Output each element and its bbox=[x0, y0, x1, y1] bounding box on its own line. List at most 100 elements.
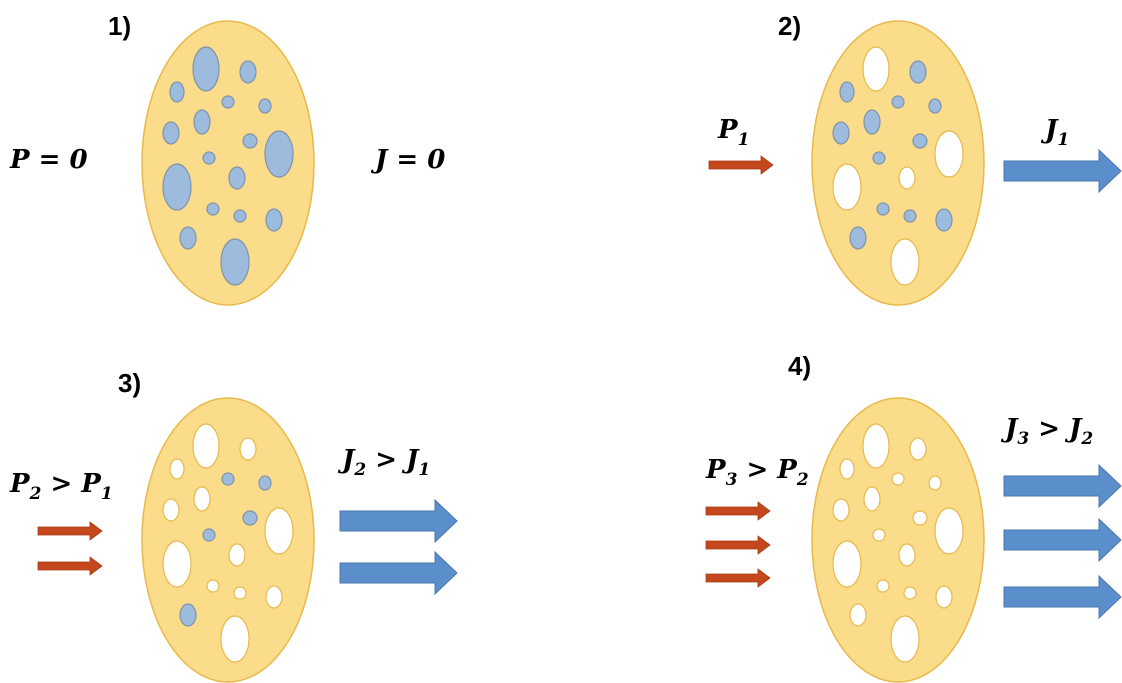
open-pore bbox=[832, 498, 850, 522]
pressure-arrows bbox=[708, 155, 774, 175]
open-pore bbox=[935, 585, 953, 609]
filled-pore bbox=[242, 510, 258, 526]
open-pore bbox=[863, 486, 881, 512]
open-pore bbox=[890, 615, 920, 663]
filled-pore bbox=[912, 133, 928, 149]
filled-pore bbox=[876, 202, 890, 216]
open-pore bbox=[909, 437, 927, 461]
flux-arrow-icon bbox=[1003, 517, 1122, 563]
filled-pore bbox=[935, 208, 953, 232]
open-pore bbox=[832, 540, 862, 588]
filled-pore bbox=[903, 209, 917, 223]
panel-label: 1) bbox=[108, 11, 131, 41]
open-pore bbox=[898, 543, 916, 567]
porous-body bbox=[141, 397, 315, 683]
filled-pore bbox=[179, 226, 197, 250]
flux-arrow-icon bbox=[1003, 148, 1122, 194]
porous-body bbox=[141, 20, 315, 306]
open-pore bbox=[849, 603, 867, 627]
filled-pore bbox=[221, 95, 235, 109]
flux-arrows bbox=[1003, 148, 1122, 194]
open-pore bbox=[891, 472, 905, 486]
open-pore bbox=[862, 46, 890, 92]
porous-body bbox=[811, 397, 985, 683]
filled-pore bbox=[192, 46, 220, 92]
panel-1: 1) P = 0 J = 0 bbox=[9, 11, 445, 306]
filled-pore bbox=[202, 528, 216, 542]
filled-pore bbox=[202, 151, 216, 165]
open-pore bbox=[233, 586, 247, 600]
open-pore bbox=[903, 586, 917, 600]
filled-pore bbox=[832, 121, 850, 145]
panel-4: 4) P3 > P2 J3 > J2 bbox=[705, 351, 1122, 683]
open-pore bbox=[228, 543, 246, 567]
filled-pore bbox=[239, 60, 257, 84]
open-pore bbox=[934, 507, 964, 555]
open-pore bbox=[839, 458, 855, 480]
filled-pore bbox=[221, 472, 235, 486]
filled-pore bbox=[258, 475, 272, 491]
pressure-label: P2 > P1 bbox=[9, 469, 113, 504]
pressure-label: P1 bbox=[717, 115, 749, 150]
open-pore bbox=[169, 458, 185, 480]
open-pore bbox=[162, 498, 180, 522]
open-pore bbox=[928, 475, 942, 491]
panel-label: 3) bbox=[118, 368, 141, 398]
flux-label: J3 > J2 bbox=[1000, 414, 1093, 449]
pressure-arrows bbox=[705, 501, 771, 588]
flux-arrow-icon bbox=[339, 550, 458, 596]
filled-pore bbox=[162, 163, 192, 211]
filled-pore bbox=[228, 166, 246, 190]
open-pore bbox=[876, 579, 890, 593]
open-pore bbox=[832, 163, 862, 211]
filled-pore bbox=[849, 226, 867, 250]
panel-label: 4) bbox=[788, 351, 811, 381]
filled-pore bbox=[220, 238, 250, 286]
open-pore bbox=[162, 540, 192, 588]
panel-3: 3) P2 > P1 J2 > J1 bbox=[9, 368, 458, 683]
pressure-arrows bbox=[37, 521, 103, 576]
open-pore bbox=[890, 238, 920, 286]
open-pore bbox=[264, 507, 294, 555]
pressure-arrow-icon bbox=[705, 535, 771, 555]
flux-arrow-icon bbox=[1003, 574, 1122, 620]
pressure-arrow-icon bbox=[37, 521, 103, 541]
pore-group bbox=[832, 423, 964, 663]
open-pore bbox=[912, 510, 928, 526]
filled-pore bbox=[193, 109, 211, 135]
open-pore bbox=[192, 423, 220, 469]
open-pore bbox=[265, 585, 283, 609]
pressure-arrow-icon bbox=[705, 501, 771, 521]
filled-pore bbox=[264, 130, 294, 178]
pore-group bbox=[162, 46, 294, 286]
flux-label: J = 0 bbox=[370, 145, 445, 175]
porous-body bbox=[811, 20, 985, 306]
pressure-arrow-icon bbox=[705, 568, 771, 588]
filled-pore bbox=[258, 98, 272, 114]
filled-pore bbox=[233, 209, 247, 223]
open-pore bbox=[220, 615, 250, 663]
filled-pore bbox=[179, 603, 197, 627]
pore-group bbox=[832, 46, 964, 286]
filled-pore bbox=[872, 151, 886, 165]
filled-pore bbox=[891, 95, 905, 109]
flux-arrows bbox=[339, 498, 458, 596]
flux-arrow-icon bbox=[1003, 463, 1122, 509]
flux-arrows bbox=[1003, 463, 1122, 620]
filled-pore bbox=[206, 202, 220, 216]
filled-pore bbox=[162, 121, 180, 145]
panel-label: 2) bbox=[778, 11, 801, 41]
open-pore bbox=[898, 166, 916, 190]
open-pore bbox=[862, 423, 890, 469]
filled-pore bbox=[242, 133, 258, 149]
open-pore bbox=[239, 437, 257, 461]
filled-pore bbox=[928, 98, 942, 114]
filled-pore bbox=[839, 81, 855, 103]
pressure-arrow-icon bbox=[708, 155, 774, 175]
filled-pore bbox=[169, 81, 185, 103]
filled-pore bbox=[863, 109, 881, 135]
flux-arrow-icon bbox=[339, 498, 458, 544]
open-pore bbox=[206, 579, 220, 593]
